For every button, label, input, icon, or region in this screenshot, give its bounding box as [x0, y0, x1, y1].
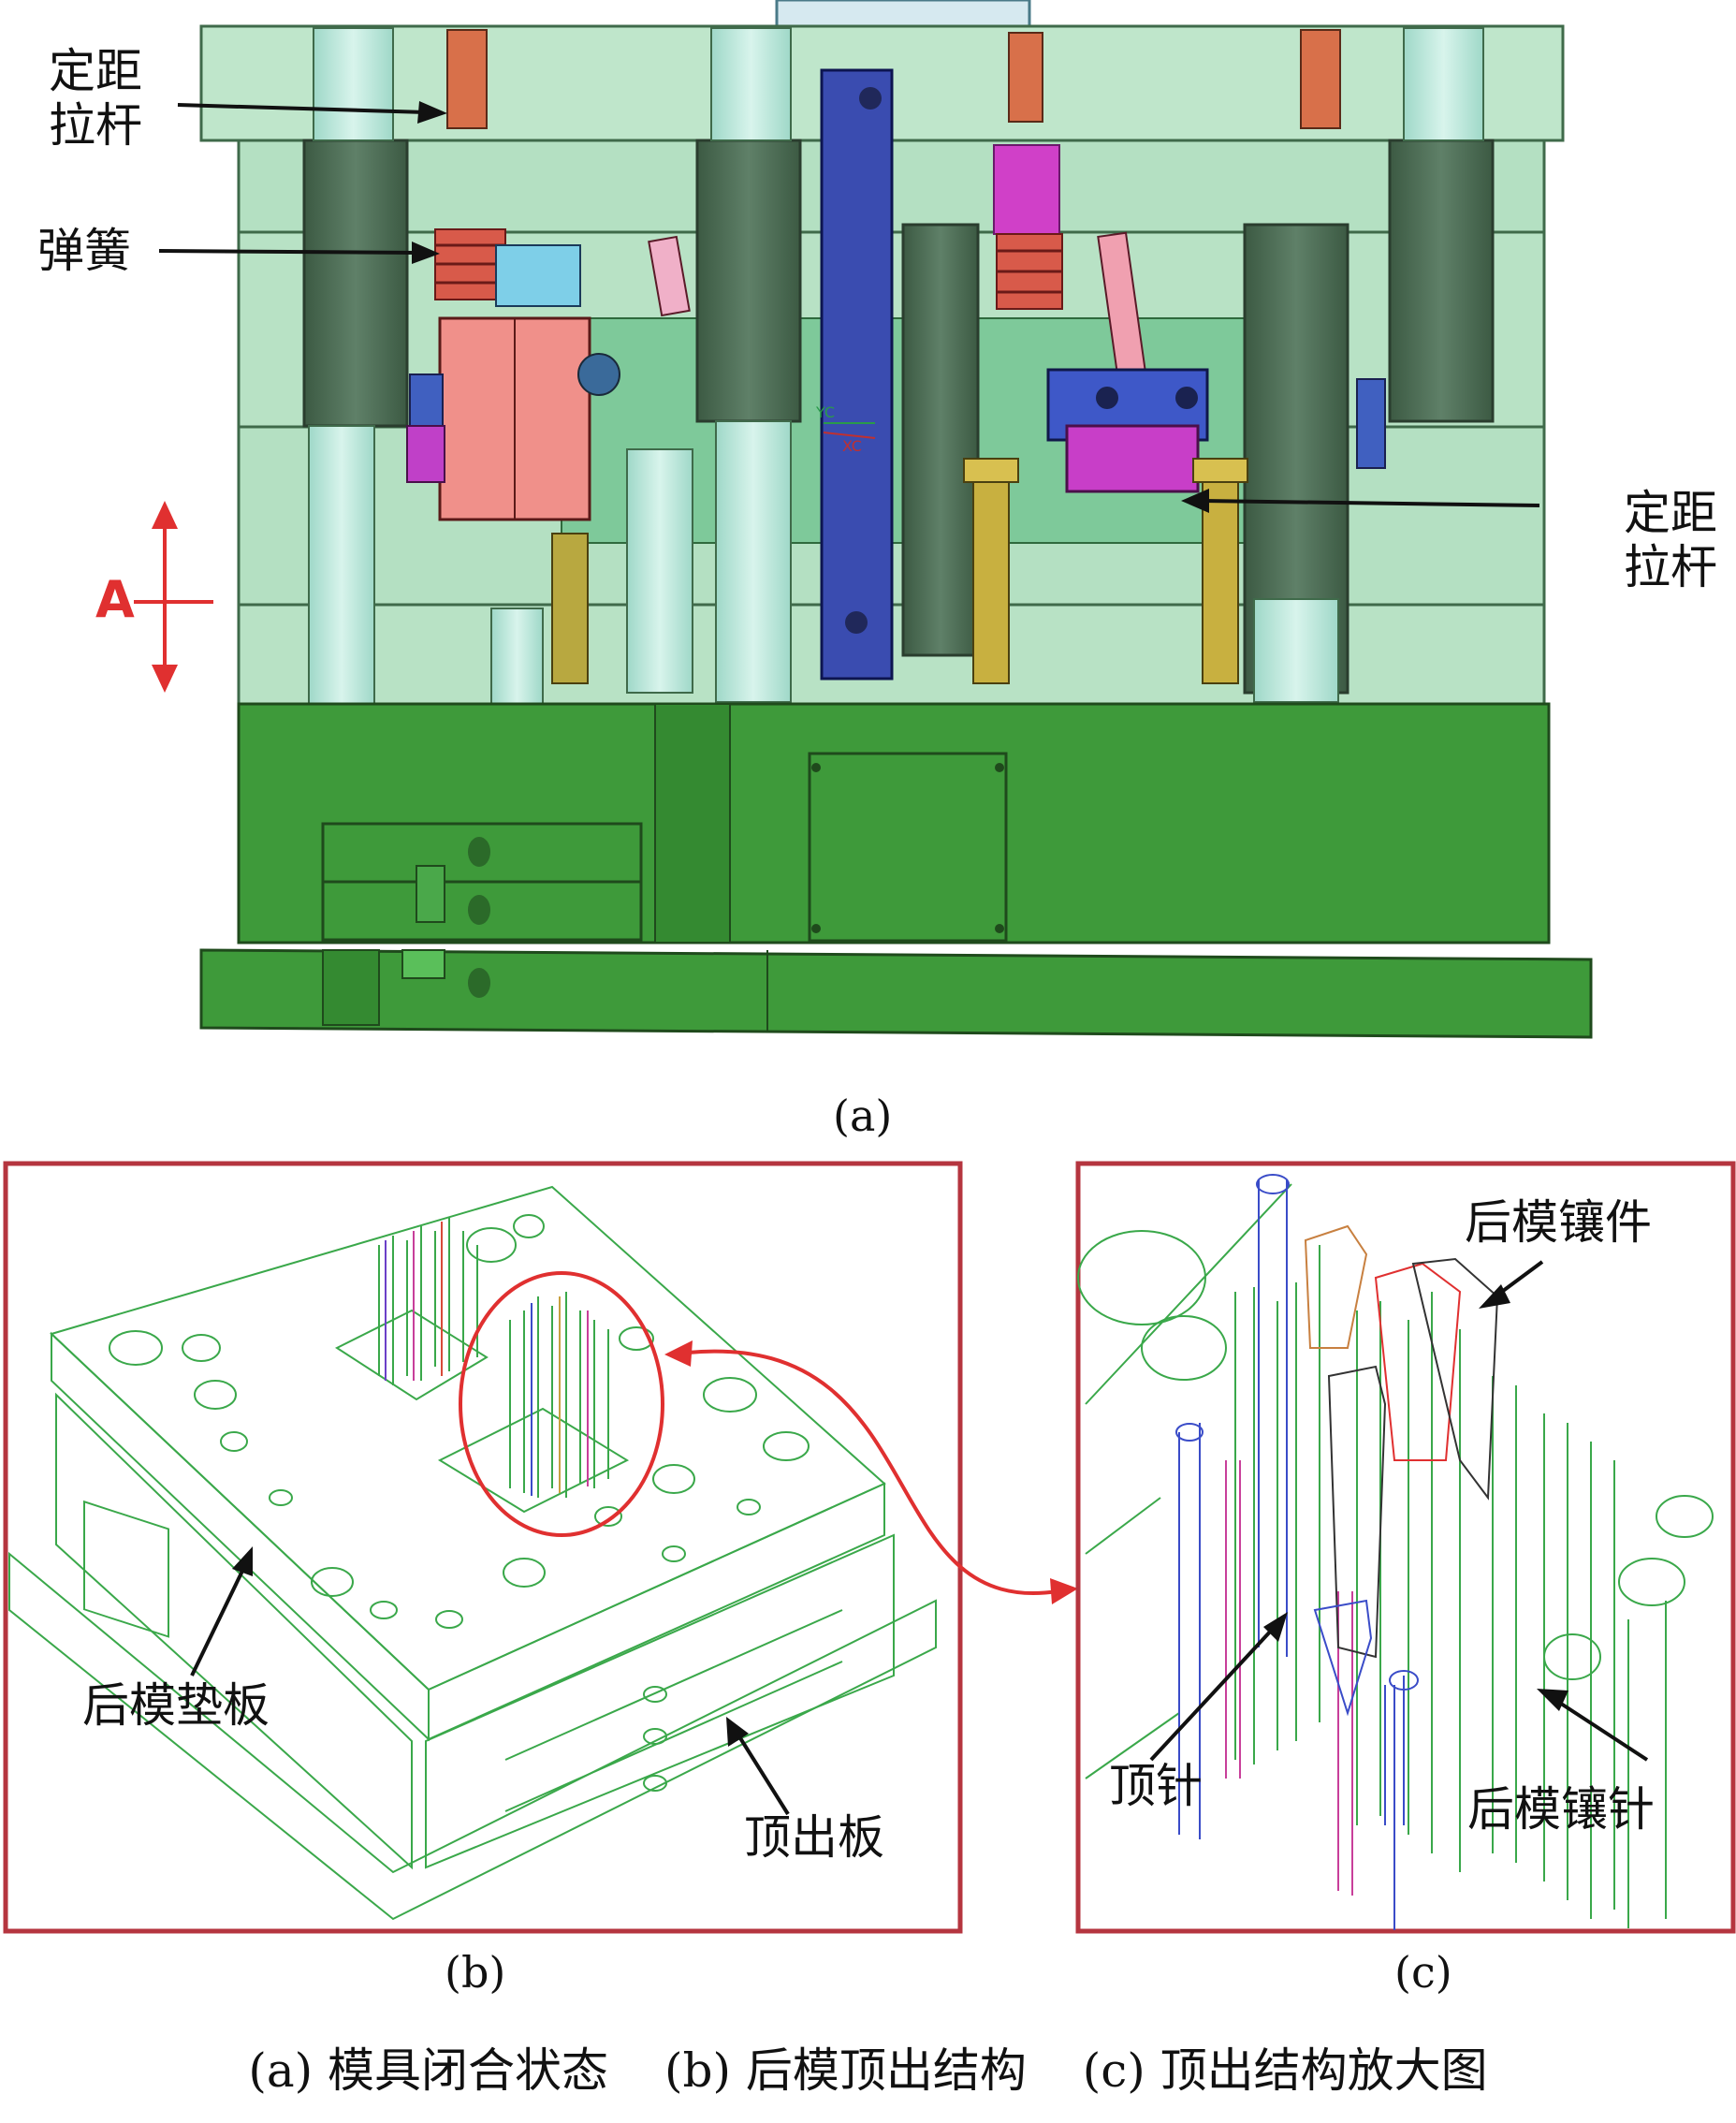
core-insert-callout: [1479, 1260, 1544, 1309]
pull-rod-left-callout: [177, 101, 447, 124]
caption-b: (b) 后模顶出结构: [664, 2043, 1027, 2098]
pull-rod-right-callout: [1181, 489, 1540, 513]
ejector-pin-callout: [1149, 1612, 1288, 1762]
panel-a-caption: (a): [833, 1091, 893, 1141]
backing-plate-callout: [190, 1546, 253, 1676]
zoom-connector-arrow: [687, 1349, 1058, 1595]
axis-yc-label: YC: [815, 403, 835, 421]
panel-c-caption: (c): [1394, 1947, 1452, 1998]
ejector-plate-label: 顶出板: [744, 1810, 884, 1865]
pull-rod-label-right: 定距 拉杆: [1624, 486, 1717, 594]
direction-a-arrow: [134, 501, 213, 693]
core-pin-label: 后模镶针: [1467, 1782, 1655, 1837]
backing-plate-label: 后模垫板: [82, 1678, 270, 1733]
pull-rod-label-left: 定距 拉杆: [49, 44, 142, 153]
caption-c: (c) 顶出结构放大图: [1082, 2043, 1488, 2098]
spring-label: 弹簧: [37, 224, 131, 278]
spring-callout: [158, 242, 440, 264]
caption-a: (a) 模具闭合状态: [248, 2043, 609, 2098]
core-pin-callout: [1537, 1689, 1649, 1762]
ejector-pin-label: 顶针: [1109, 1759, 1203, 1813]
direction-a-label: A: [95, 570, 135, 629]
panel-b-caption: (b): [445, 1947, 506, 1998]
ejector-plate-callout: [726, 1717, 790, 1816]
mold-closed-illustration: YC XC: [134, 0, 1593, 1039]
axis-xc-label: XC: [842, 437, 862, 455]
figure-caption: (a) 模具闭合状态 (b) 后模顶出结构 (c) 顶出结构放大图: [0, 2033, 1736, 2101]
core-insert-label: 后模镶件: [1465, 1195, 1652, 1250]
